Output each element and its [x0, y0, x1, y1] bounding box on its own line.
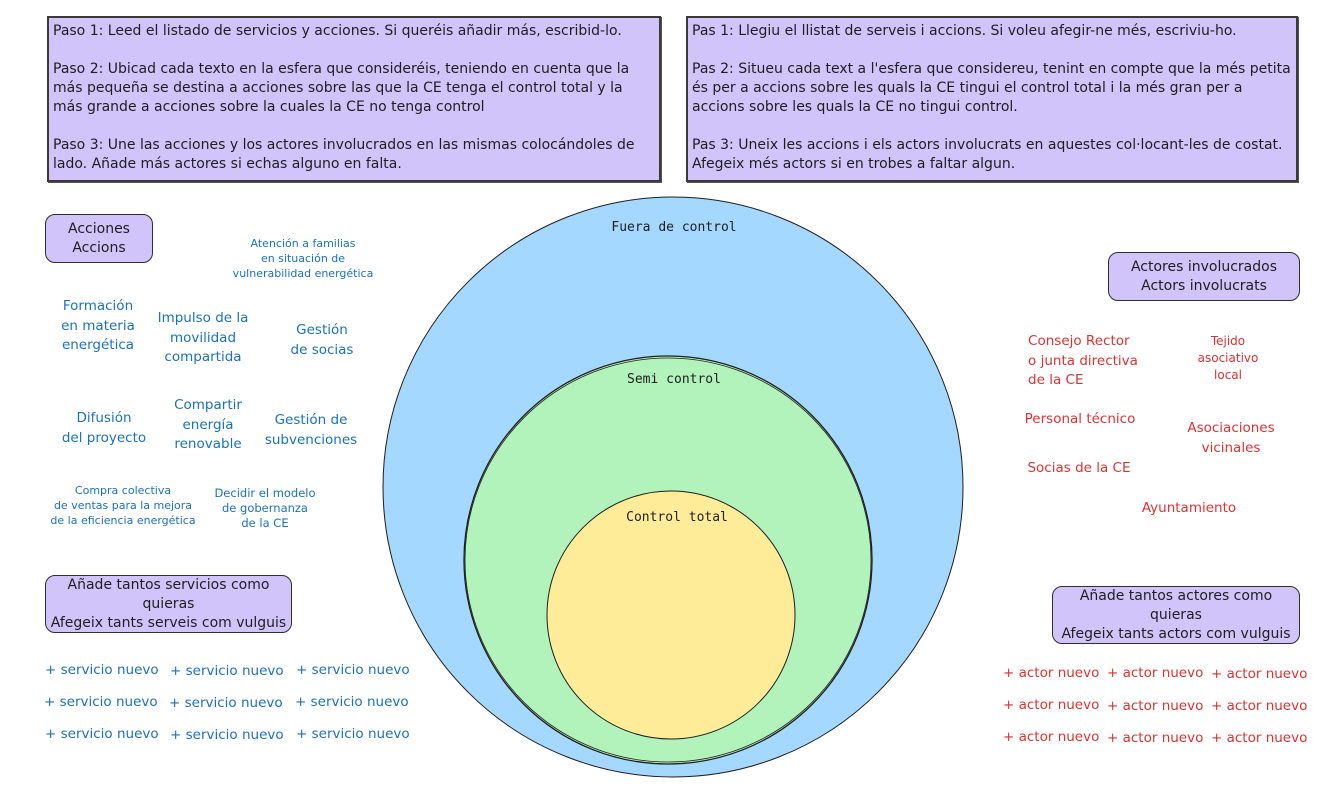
add-services-heading-ca: Afegeix tants serveis com vulguis [50, 614, 287, 631]
actores-heading-es: Actores involucrados [1130, 258, 1278, 275]
action-line: compartida [164, 349, 242, 365]
actores-heading-ca: Actors involucrats [1141, 277, 1267, 294]
add-services-heading-es: Añade tantos servicios como quieras [67, 576, 270, 612]
new-actor-item[interactable]: + actor nuevo [1211, 698, 1308, 714]
action-line: de socias [290, 341, 354, 358]
action-line: Compartir [174, 397, 242, 413]
actor-line: Socias de la CE [1027, 460, 1131, 476]
actor-line: local [1214, 368, 1242, 382]
instructions-ca: Pas 1: Llegiu el llistat de serveis i ac… [686, 16, 1298, 182]
action-line: energética [61, 337, 135, 353]
action-card[interactable]: Compartir energía renovable [174, 396, 242, 455]
actor-line: Asociaciones [1187, 420, 1275, 436]
new-actor-item[interactable]: + actor nuevo [1107, 665, 1204, 681]
new-actor-item[interactable]: + actor nuevo [1211, 666, 1308, 682]
actor-line: Ayuntamiento [1141, 500, 1237, 516]
actor-line: Consejo Rector [1028, 333, 1130, 349]
actor-card[interactable]: Personal técnico [1025, 410, 1136, 430]
action-card[interactable]: Gestión de socias [291, 321, 354, 360]
action-line: Gestión [296, 322, 348, 338]
action-line: Difusión [76, 410, 132, 426]
sphere-inner[interactable] [546, 490, 796, 740]
action-line: Impulso de la [157, 310, 249, 326]
sphere-middle-sketch-stroke [464, 357, 872, 763]
new-actor-item[interactable]: + actor nuevo [1003, 729, 1100, 745]
acciones-heading-ca: Accions [72, 239, 126, 256]
action-line: Formación [62, 298, 134, 314]
action-line: del proyecto [61, 429, 147, 446]
actor-card[interactable]: Consejo Rector o junta directiva de la C… [1028, 332, 1138, 391]
add-actors-heading-ca: Afegeix tants actors com vulguis [1061, 625, 1291, 642]
new-service-item[interactable]: + servicio nuevo [169, 695, 283, 711]
action-card[interactable]: Compra colectiva de ventas para la mejor… [50, 483, 195, 528]
instruction-step-1-es: Paso 1: Leed el listado de servicios y a… [53, 23, 622, 39]
acciones-heading-es: Acciones [68, 220, 130, 237]
add-actors-heading-es: Añade tantos actores como quieras [1079, 587, 1273, 623]
instruction-step-1-ca: Pas 1: Llegiu el llistat de serveis i ac… [692, 23, 1237, 39]
actor-card[interactable]: Tejido asociativo local [1198, 333, 1259, 384]
new-actor-item[interactable]: + actor nuevo [1107, 730, 1204, 746]
actores-heading: Actores involucrados Actors involucrats [1108, 252, 1300, 301]
action-line: de la CE [241, 516, 289, 530]
sphere-middle-label: Semi control [627, 372, 721, 387]
action-card[interactable]: Decidir el modelo de gobernanza de la CE [214, 486, 315, 531]
action-card[interactable]: Formación en materia energética [61, 297, 135, 356]
sphere-inner-label: Control total [626, 510, 728, 525]
actor-line: vicinales [1201, 439, 1261, 456]
actor-line: asociativo [1197, 351, 1259, 365]
action-line: Compra colectiva [74, 484, 172, 497]
action-line: subvenciones [264, 431, 358, 448]
instructions-es: Paso 1: Leed el listado de servicios y a… [47, 16, 661, 182]
actor-line: o junta directiva [1028, 352, 1138, 369]
new-service-item[interactable]: + servicio nuevo [296, 662, 410, 678]
new-service-item[interactable]: + servicio nuevo [295, 694, 409, 710]
action-card[interactable]: Gestión de subvenciones [265, 411, 357, 450]
action-line: Decidir el modelo [214, 486, 316, 500]
new-service-item[interactable]: + servicio nuevo [45, 726, 159, 742]
new-actor-item[interactable]: + actor nuevo [1107, 698, 1204, 714]
add-actors-heading: Añade tantos actores como quieras Afegei… [1052, 586, 1300, 644]
new-actor-item[interactable]: + actor nuevo [1211, 730, 1308, 746]
add-services-heading: Añade tantos servicios como quieras Afeg… [45, 575, 292, 633]
action-card[interactable]: Atención a familias en situación de vuln… [233, 236, 374, 281]
acciones-heading: Acciones Accions [45, 214, 153, 263]
sphere-outer-label: Fuera de control [611, 220, 736, 235]
action-line: movilidad [169, 329, 237, 346]
new-service-item[interactable]: + servicio nuevo [45, 662, 159, 678]
action-line: de gobernanza [222, 501, 308, 515]
new-service-item[interactable]: + servicio nuevo [170, 663, 284, 679]
actor-line: Tejido [1210, 334, 1246, 348]
instruction-step-3-ca: Pas 3: Uneix les accions i els actors in… [692, 137, 1283, 172]
actor-card[interactable]: Ayuntamiento [1142, 499, 1236, 519]
action-line: vulnerabilidad energética [232, 267, 374, 280]
actor-card[interactable]: Asociaciones vicinales [1187, 419, 1274, 458]
action-line: de ventas para la mejora [53, 499, 193, 512]
action-line: en materia [61, 317, 135, 334]
action-card[interactable]: Difusión del proyecto [62, 409, 146, 448]
action-line: renovable [174, 436, 242, 452]
new-actor-item[interactable]: + actor nuevo [1003, 697, 1100, 713]
instruction-step-2-ca: Pas 2: Situeu cada text a l'esfera que c… [692, 61, 1291, 115]
new-service-item[interactable]: + servicio nuevo [170, 727, 284, 743]
actor-card[interactable]: Socias de la CE [1027, 459, 1130, 479]
action-line: Atención a familias [250, 237, 356, 250]
new-service-item[interactable]: + servicio nuevo [44, 694, 158, 710]
action-card[interactable]: Impulso de la movilidad compartida [158, 309, 249, 368]
new-service-item[interactable]: + servicio nuevo [296, 726, 410, 742]
action-line: en situación de [260, 252, 346, 265]
action-line: de la eficiencia energética [50, 514, 196, 527]
instruction-step-3-es: Paso 3: Une las acciones y los actores i… [53, 137, 635, 172]
action-line: Gestión de [274, 412, 348, 428]
actor-line: de la CE [1028, 372, 1084, 388]
instruction-step-2-es: Paso 2: Ubicad cada texto en la esfera q… [53, 61, 630, 115]
action-line: energía [182, 416, 234, 433]
actor-line: Personal técnico [1024, 411, 1136, 427]
new-actor-item[interactable]: + actor nuevo [1003, 665, 1100, 681]
